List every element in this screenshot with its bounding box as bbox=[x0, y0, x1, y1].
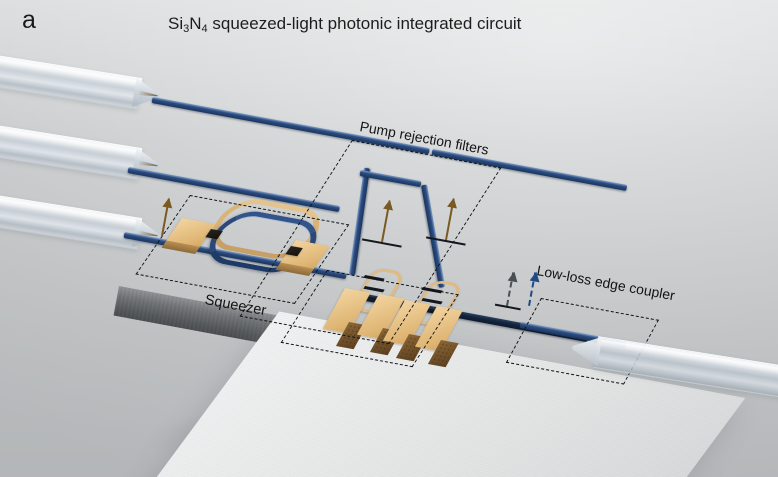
panel-label: a bbox=[22, 6, 37, 34]
figure-title: Si3N4 squeezed-light photonic integrated… bbox=[168, 14, 521, 35]
title-rest: squeezed-light photonic integrated circu… bbox=[207, 14, 522, 33]
title-mid: N bbox=[189, 14, 202, 33]
chip-surface-texture bbox=[119, 311, 746, 477]
title-sub-4: 4 bbox=[201, 23, 208, 35]
title-sub-3: 3 bbox=[183, 23, 190, 35]
title-prefix: Si bbox=[168, 14, 184, 33]
chip-top-surface bbox=[119, 311, 746, 477]
